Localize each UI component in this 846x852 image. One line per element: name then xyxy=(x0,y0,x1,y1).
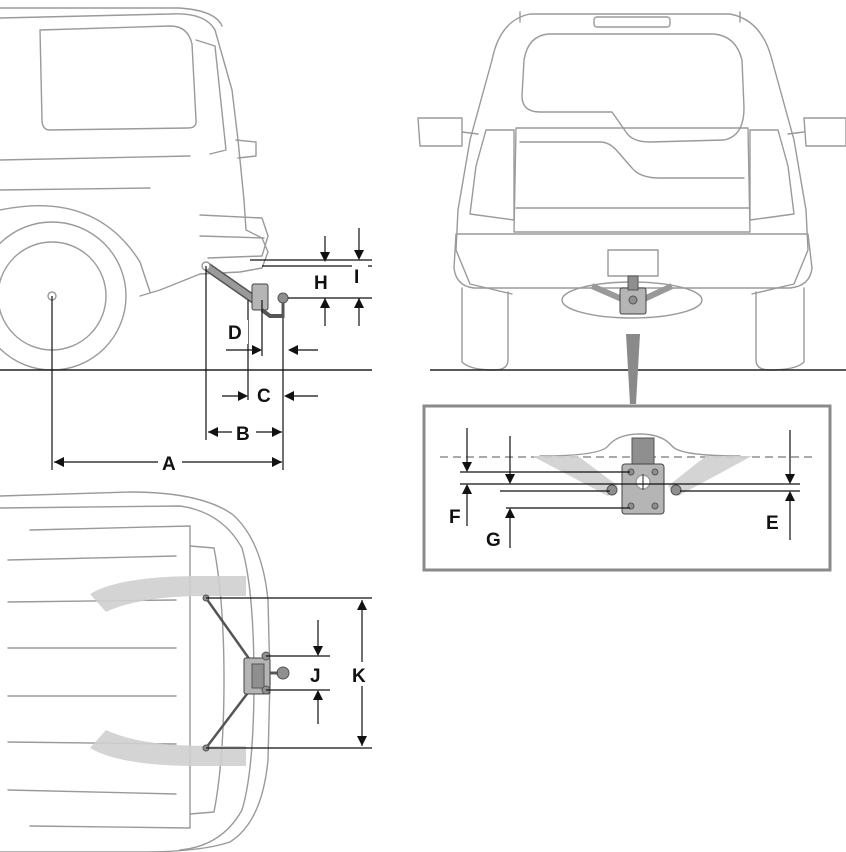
rear-tow-bar xyxy=(590,275,674,315)
side-view: D C B A H I xyxy=(0,7,372,475)
label-e: E xyxy=(766,513,779,534)
label-g: G xyxy=(486,530,501,551)
label-i: I xyxy=(354,267,359,288)
label-a: A xyxy=(162,454,176,475)
label-h: H xyxy=(314,273,328,294)
top-tow-bar xyxy=(243,651,290,695)
label-j: J xyxy=(310,666,321,687)
dimension-c xyxy=(222,391,318,401)
top-view: K J xyxy=(0,491,374,852)
dimension-d xyxy=(226,345,318,355)
label-f: F xyxy=(449,507,461,528)
label-b: B xyxy=(236,424,250,445)
dimension-h-i xyxy=(250,228,372,326)
label-c: C xyxy=(257,386,271,407)
detail-box: F G E xyxy=(422,404,832,572)
side-tow-bar xyxy=(201,261,289,318)
label-k: K xyxy=(352,666,366,687)
label-d: D xyxy=(228,323,242,344)
rear-view xyxy=(417,11,846,404)
